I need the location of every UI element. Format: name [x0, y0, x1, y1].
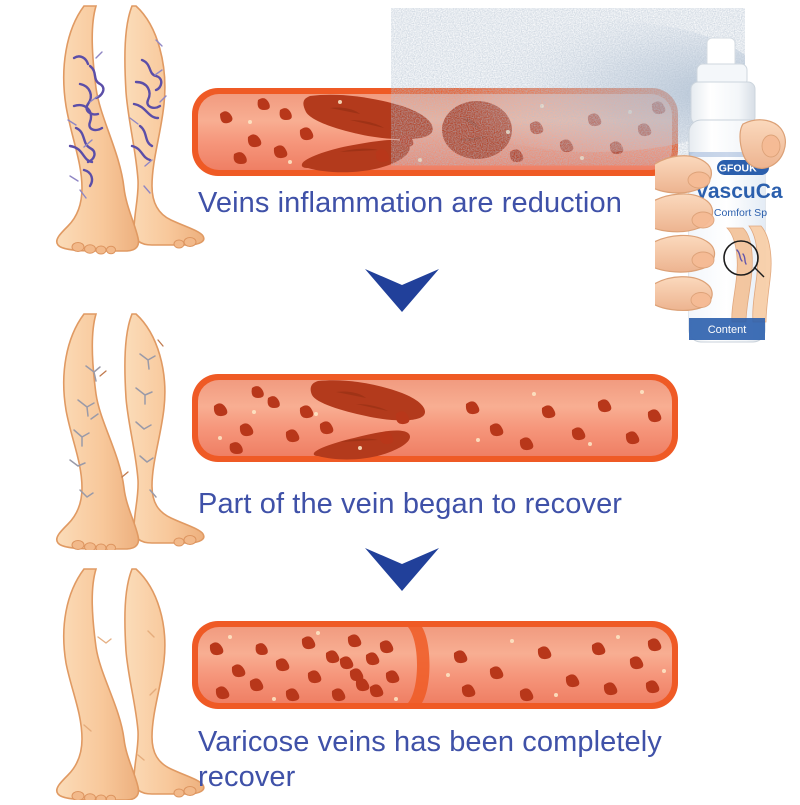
vein-illustration-stage-2: [190, 368, 680, 468]
legs-illustration-stage-3: [40, 565, 215, 804]
down-arrow-1: [363, 263, 441, 313]
vein-illustration-stage-1: [190, 82, 680, 182]
legs-illustration-stage-2: [40, 310, 215, 553]
stage-3: Varicose veins has been completely recov…: [0, 565, 800, 804]
caption-stage-1: Veins inflammation are reduction: [198, 187, 622, 219]
vein-illustration-stage-3: [190, 615, 680, 715]
caption-stage-2: Part of the vein began to recover: [198, 488, 623, 520]
legs-illustration-stage-1: [40, 0, 215, 265]
product-content-text: Content: [708, 324, 747, 336]
stage-2: Part of the vein began to recover: [0, 310, 800, 553]
caption-stage-3: Varicose veins has been completely recov…: [198, 726, 662, 794]
product-bottle-in-hand: GFOUK™ VascuCa ein Comfort Sp Content: [637, 20, 800, 360]
product-name-text: VascuCa: [695, 180, 783, 203]
product-tagline-text: ein Comfort Sp: [697, 207, 767, 219]
down-arrow-2: [363, 542, 441, 592]
